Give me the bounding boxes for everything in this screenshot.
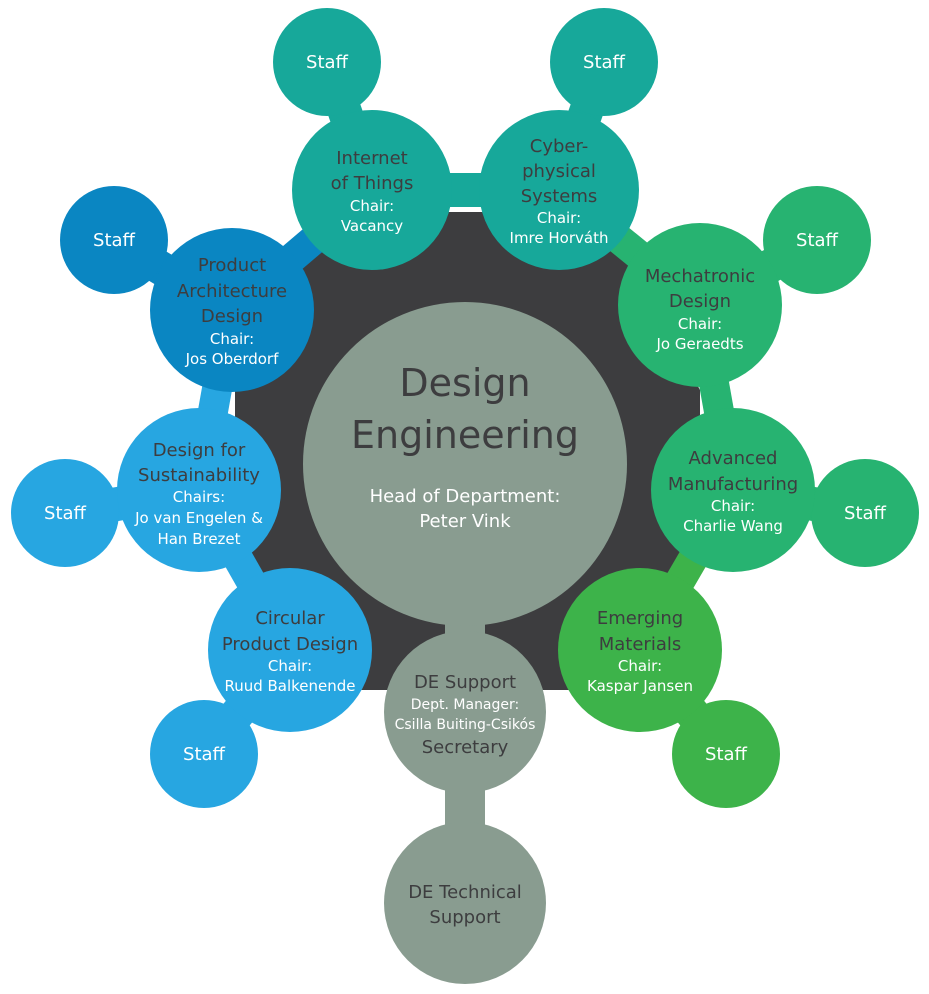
am-title-line1: Advanced [689, 448, 778, 469]
mech-chair: Jo Geraedts [655, 335, 743, 353]
iot-chair-label: Chair: [350, 197, 394, 215]
mech-staff-circle [763, 186, 871, 294]
am-staff-label: Staff [844, 503, 887, 524]
em-title-line2: Materials [599, 634, 682, 655]
technical-node: DE Technical Support [384, 822, 546, 984]
cpd-title-line1: Circular [255, 608, 325, 629]
dfs-title-line2: Sustainability [138, 465, 260, 486]
am-title-line2: Manufacturing [668, 474, 798, 495]
support-role: Dept. Manager: [411, 697, 520, 713]
support-person: Csilla Buiting-Csikós [395, 717, 536, 733]
mech-circle [618, 223, 782, 387]
pad-chair: Jos Oberdorf [185, 350, 280, 368]
cps-title-line3: Systems [521, 186, 598, 207]
center-node: Design Engineering Head of Department: P… [303, 302, 627, 626]
technical-line2: Support [429, 907, 500, 928]
section-am: Staff Advanced Manufacturing Chair: Char… [651, 408, 919, 572]
center-circle [303, 302, 627, 626]
section-mech: Staff Mechatronic Design Chair: Jo Gerae… [618, 186, 871, 387]
section-cpd: Staff Circular Product Design Chair: Ruu… [150, 568, 372, 808]
center-person: Peter Vink [419, 511, 511, 532]
pad-title-line2: Architecture [177, 281, 287, 302]
em-circle [558, 568, 722, 732]
support-node: DE Support Dept. Manager: Csilla Buiting… [384, 631, 546, 793]
center-role: Head of Department: [370, 486, 561, 507]
dfs-staff-label: Staff [44, 503, 87, 524]
dfs-circle [117, 408, 281, 572]
support-title: DE Support [414, 672, 516, 693]
pad-circle [150, 228, 314, 392]
iot-chair: Vacancy [341, 217, 403, 235]
dfs-title-line1: Design for [153, 440, 246, 461]
cps-staff-label: Staff [583, 52, 626, 73]
section-cps: Staff Cyber- physical Systems Chair: Imr… [479, 8, 658, 270]
center-title-line2: Engineering [351, 413, 579, 457]
center-title-line1: Design [399, 361, 530, 405]
mech-staff-label: Staff [796, 230, 839, 251]
section-em: Staff Emerging Materials Chair: Kaspar J… [558, 568, 780, 808]
mech-chair-label: Chair: [678, 315, 722, 333]
section-pad: Staff Product Architecture Design Chair:… [60, 186, 314, 392]
cpd-circle [208, 568, 372, 732]
em-staff-label: Staff [705, 744, 748, 765]
am-staff-circle [811, 459, 919, 567]
am-chair: Charlie Wang [683, 517, 783, 535]
cps-staff-circle [550, 8, 658, 116]
dfs-staff-circle [11, 459, 119, 567]
cpd-title-line2: Product Design [222, 634, 358, 655]
am-chair-label: Chair: [711, 497, 755, 515]
cpd-chair: Ruud Balkenende [224, 677, 355, 695]
technical-line1: DE Technical [408, 882, 522, 903]
support-circle [384, 631, 546, 793]
technical-circle [384, 822, 546, 984]
iot-staff-circle [273, 8, 381, 116]
mech-title-line1: Mechatronic [645, 266, 755, 287]
cps-chair: Imre Horváth [510, 229, 609, 247]
em-staff-circle [672, 700, 780, 808]
pad-staff-label: Staff [93, 230, 136, 251]
iot-title-line2: of Things [331, 173, 414, 194]
em-chair: Kaspar Jansen [587, 677, 693, 695]
pad-staff-circle [60, 186, 168, 294]
section-dfs: Staff Design for Sustainability Chairs: … [11, 408, 281, 572]
pad-chair-label: Chair: [210, 330, 254, 348]
cpd-staff-label: Staff [183, 744, 226, 765]
support-extra: Secretary [422, 737, 509, 758]
dfs-chair1: Jo van Engelen & [134, 509, 263, 527]
dfs-chair2: Han Brezet [157, 530, 240, 548]
pad-title-line3: Design [201, 306, 263, 327]
section-iot: Staff Internet of Things Chair: Vacancy [273, 8, 452, 270]
iot-staff-label: Staff [306, 52, 349, 73]
cps-title-line1: Cyber- [530, 136, 588, 157]
mech-title-line2: Design [669, 291, 731, 312]
pad-title-line1: Product [198, 255, 266, 276]
cps-circle [479, 110, 639, 270]
dfs-chair-label: Chairs: [173, 488, 225, 506]
iot-title-line1: Internet [336, 148, 407, 169]
am-circle [651, 408, 815, 572]
cpd-chair-label: Chair: [268, 657, 312, 675]
iot-circle [292, 110, 452, 270]
em-title-line1: Emerging [597, 608, 683, 629]
em-chair-label: Chair: [618, 657, 662, 675]
cps-title-line2: physical [522, 161, 596, 182]
cpd-staff-circle [150, 700, 258, 808]
cps-chair-label: Chair: [537, 209, 581, 227]
